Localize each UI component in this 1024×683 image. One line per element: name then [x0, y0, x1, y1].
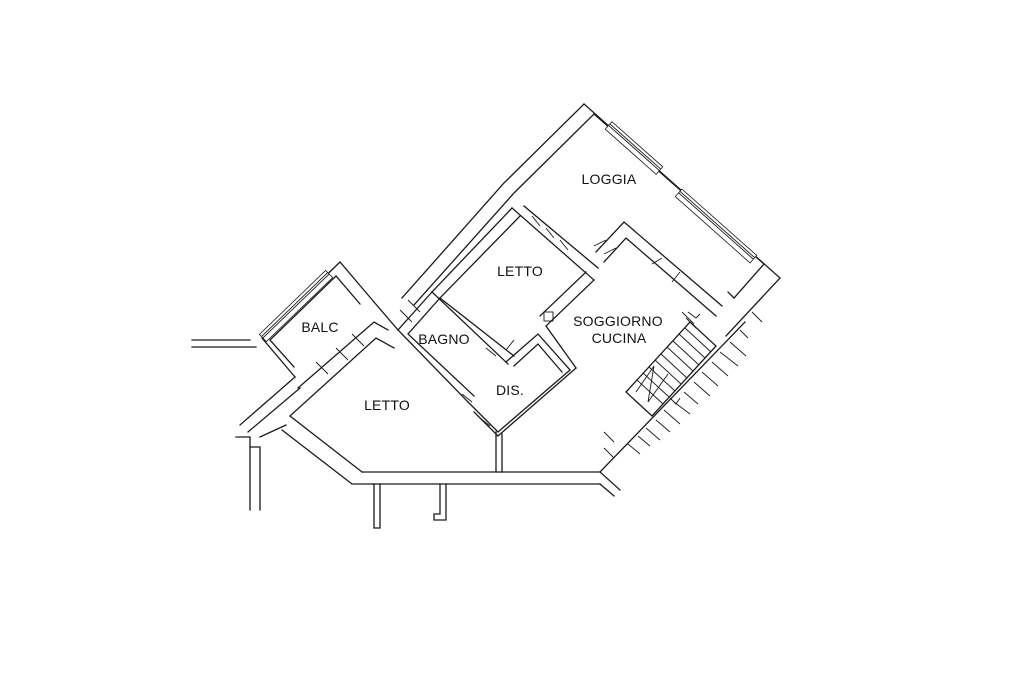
room-label-loggia: LOGGIA	[582, 171, 637, 187]
room-label-letto-north: LETTO	[497, 263, 543, 279]
balcony-window	[258, 269, 334, 343]
loggia-window-left	[604, 121, 664, 175]
door-openings	[315, 215, 763, 459]
room-label-dis: DIS.	[496, 382, 524, 398]
room-label-letto-south: LETTO	[364, 397, 410, 413]
interior-walls	[289, 205, 723, 473]
staircase	[625, 311, 717, 417]
room-labels: LOGGIA LETTO SOGGIORNO CUCINA BALC BAGNO…	[301, 171, 663, 413]
external-steps	[627, 329, 749, 455]
room-label-balc: BALC	[301, 319, 338, 335]
room-label-soggiorno: SOGGIORNO	[573, 313, 663, 329]
room-label-bagno: BAGNO	[418, 331, 470, 347]
loggia-window-right	[674, 188, 758, 264]
windows	[258, 121, 758, 343]
room-label-cucina: CUCINA	[592, 330, 647, 346]
